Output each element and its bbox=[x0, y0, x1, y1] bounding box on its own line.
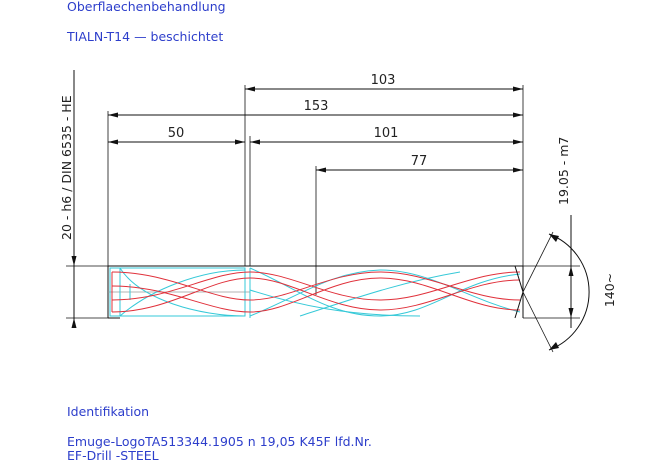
point-angle-dimension bbox=[522, 231, 590, 353]
coating-spec: TIALN-T14 — beschichtet bbox=[66, 29, 223, 44]
dim-shank-diameter: 20 - h6 / DIN 6535 - HE bbox=[59, 95, 74, 240]
dim-line-77 bbox=[316, 167, 523, 173]
dim-line-101 bbox=[250, 139, 523, 145]
dim-point-angle: 140~ bbox=[602, 273, 617, 307]
dim-50: 50 bbox=[168, 126, 185, 141]
dim-line-153 bbox=[108, 112, 523, 118]
dim-77: 77 bbox=[411, 154, 428, 169]
drill-body bbox=[107, 265, 524, 319]
dim-line-50 bbox=[108, 139, 245, 145]
identification-label: Identifikation bbox=[67, 404, 149, 419]
identification-line-2: EF-Drill -STEEL bbox=[67, 448, 159, 460]
surface-label: Oberflaechenbehandlung bbox=[67, 0, 226, 14]
dim-drill-diameter: 19.05 - m7 bbox=[556, 137, 571, 205]
extension-lines bbox=[107, 85, 524, 295]
identification-line-1: Emuge-LogoTA513344.1905 n 19,05 K45F lfd… bbox=[67, 434, 372, 449]
dim-101: 101 bbox=[374, 126, 399, 141]
dim-line-drill-diameter bbox=[523, 215, 580, 328]
dim-153: 153 bbox=[304, 99, 329, 114]
dim-103: 103 bbox=[371, 73, 396, 88]
dim-line-103 bbox=[245, 86, 523, 92]
